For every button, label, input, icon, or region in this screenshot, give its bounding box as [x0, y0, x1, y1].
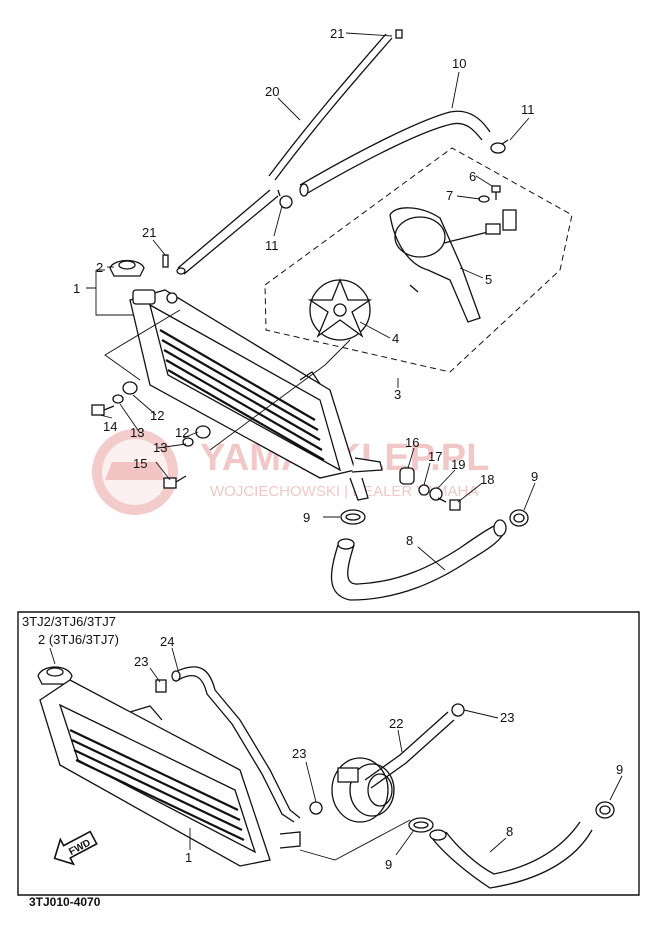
washer-19 [429, 487, 443, 501]
hose-clamp-11-upper [490, 139, 509, 154]
label-21-cap: 21 [142, 225, 156, 240]
inset-model-label: 3TJ2/3TJ6/3TJ7 [22, 614, 116, 629]
label-9-right: 9 [531, 469, 538, 484]
label-12-upper: 12 [150, 408, 164, 423]
label-13-upper: 13 [130, 425, 144, 440]
hose-10 [299, 110, 491, 197]
radiator-cap-2 [109, 259, 145, 277]
grommet-16 [399, 467, 415, 485]
label-19: 19 [451, 457, 465, 472]
grommet-12-upper [122, 381, 138, 395]
collar-17 [418, 484, 430, 496]
collar-13-upper [112, 394, 124, 404]
inset-clip-23-b [451, 703, 465, 717]
hose-clamp-9-right [509, 509, 529, 527]
inset-hose-24 [171, 666, 301, 823]
fwd-label: FWD [67, 838, 92, 858]
label-14: 14 [103, 419, 117, 434]
inset-hose-clamp-9-left [408, 817, 434, 833]
inset-hose-22 [364, 711, 455, 789]
grommet-12-lower [195, 425, 211, 439]
washer-7 [478, 195, 490, 203]
label-1: 1 [73, 281, 80, 296]
label-9-left: 9 [303, 510, 310, 525]
label-12-lower: 12 [175, 425, 189, 440]
inset-label-23-b: 23 [500, 710, 514, 725]
inset-radiator-hose-8 [429, 821, 593, 889]
fwd-arrow-icon: FWD [53, 830, 98, 866]
inset-hose-clamp-9-right [595, 801, 615, 819]
bolt-6 [491, 185, 501, 200]
inset-cap-label: 2 (3TJ6/3TJ7) [38, 632, 119, 647]
radiator-1 [129, 289, 383, 501]
inset-label-8: 8 [506, 824, 513, 839]
label-11-upper: 11 [521, 102, 535, 117]
label-17: 17 [428, 449, 442, 464]
label-21-top: 21 [330, 26, 344, 41]
label-6: 6 [469, 169, 476, 184]
bolt-14 [91, 404, 115, 416]
inset-radiator-1 [39, 679, 301, 867]
leader-lines-inset [149, 647, 623, 861]
variant-inset: 3TJ2/3TJ6/3TJ7 2 (3TJ6/3TJ7) [17, 611, 640, 896]
clip-21-cap [162, 254, 169, 268]
label-2: 2 [96, 260, 103, 275]
part-labels-main: 21 20 10 11 6 7 21 11 2 5 1 4 3 12 13 14… [73, 26, 538, 548]
label-8: 8 [406, 533, 413, 548]
inset-label-23-c: 23 [292, 746, 306, 761]
inset-label-9-left: 9 [385, 857, 392, 872]
inset-label-24: 24 [160, 634, 174, 649]
inset-clip-23-c [309, 801, 323, 815]
hose-clamp-11-lower [277, 189, 293, 209]
inset-label-22: 22 [389, 716, 403, 731]
inset-label-9-right: 9 [616, 762, 623, 777]
bolt-18 [437, 497, 461, 511]
overflow-hose-20 [176, 33, 393, 275]
inset-clip-23-a [155, 679, 167, 693]
label-16: 16 [405, 435, 419, 450]
watermark-logo-icon [92, 429, 178, 515]
watermark-subline: WOJCIECHOWSKI | DEALER YAMAHA [210, 483, 478, 500]
label-13-lower: 13 [153, 440, 167, 455]
bolt-15 [163, 475, 187, 489]
label-18: 18 [480, 472, 494, 487]
label-11-lower: 11 [265, 238, 279, 253]
inset-label-1: 1 [185, 850, 192, 865]
fan-blade-4 [307, 278, 373, 341]
leader-lines-main [86, 32, 536, 571]
label-7: 7 [446, 188, 453, 203]
inset-water-pump [331, 757, 395, 823]
main-exploded-view: 21 20 10 11 6 7 21 11 2 5 1 4 3 12 13 14… [73, 26, 573, 601]
label-10: 10 [452, 56, 466, 71]
label-3: 3 [394, 387, 401, 402]
hose-clamp-9-left [340, 509, 366, 525]
label-4: 4 [392, 331, 399, 346]
part-labels-inset: 24 23 22 23 23 9 8 9 1 [134, 634, 623, 872]
inset-radiator-core-hatch [69, 729, 245, 841]
label-5: 5 [485, 272, 492, 287]
fan-motor-5 [389, 207, 517, 323]
diagram-code: 3TJ010-4070 [29, 895, 101, 909]
radiator-core-hatch [159, 329, 325, 461]
fan-assembly-3-outline [264, 147, 573, 373]
label-15: 15 [133, 456, 147, 471]
label-20: 20 [265, 84, 279, 99]
inset-label-23-a: 23 [134, 654, 148, 669]
clip-21-top [395, 29, 403, 39]
radiator-hose-8 [330, 519, 507, 601]
